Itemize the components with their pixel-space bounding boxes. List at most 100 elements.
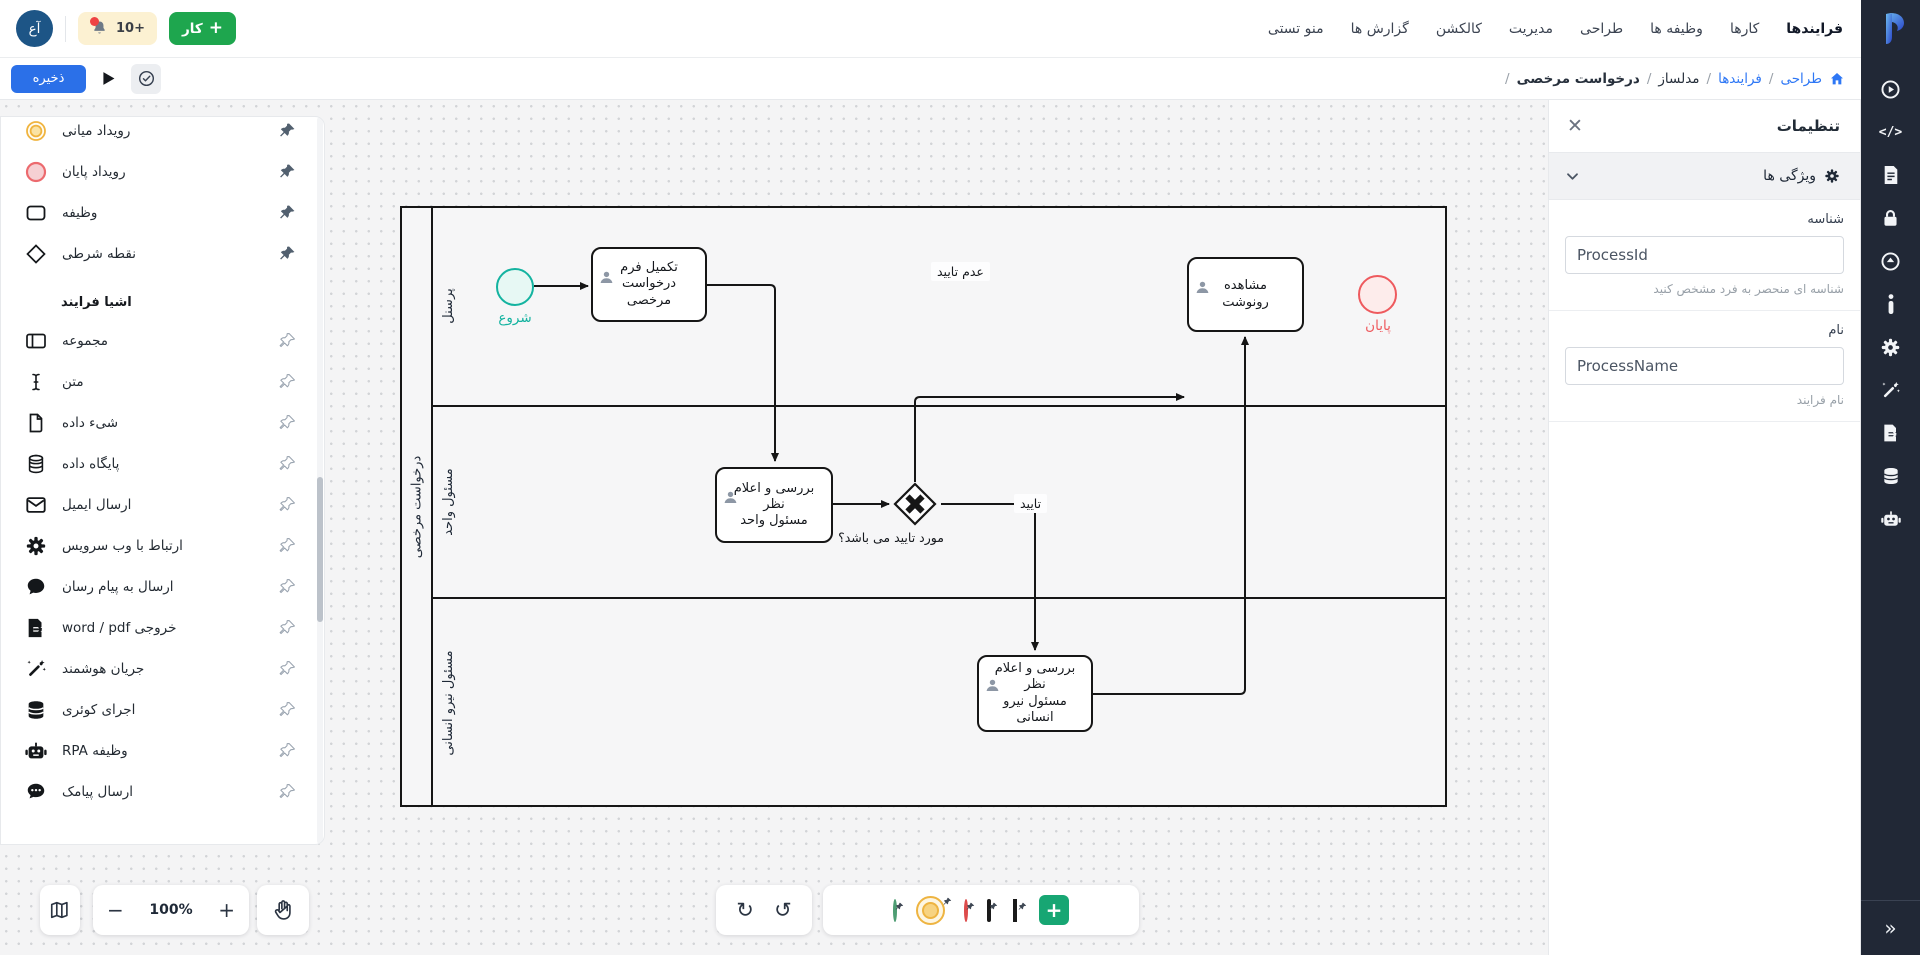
code-icon[interactable]: </>	[1878, 124, 1903, 140]
pin-icon[interactable]	[279, 245, 296, 262]
pin-icon[interactable]	[279, 619, 296, 636]
history-icon[interactable]	[1873, 250, 1909, 272]
palette-item-word-pdf-export[interactable]: خروجی word / pdf	[1, 607, 324, 648]
home-icon[interactable]	[1829, 71, 1845, 87]
redo-button[interactable]: ↻	[736, 897, 754, 922]
settings-gear-icon[interactable]	[1873, 336, 1909, 358]
database-icon[interactable]	[1873, 465, 1909, 487]
app-logo[interactable]	[1861, 0, 1920, 58]
pin-icon[interactable]	[279, 537, 296, 554]
run-process-button[interactable]	[96, 66, 121, 91]
pan-tool-button[interactable]	[257, 885, 309, 935]
database-icon	[23, 453, 49, 475]
process-name-input[interactable]	[1565, 347, 1844, 385]
task-shape	[987, 898, 991, 922]
nav-item-collection[interactable]: کالکشن	[1435, 20, 1482, 37]
stencil-task[interactable]	[987, 898, 998, 922]
data-object-icon	[23, 412, 49, 434]
save-button[interactable]: ذخیره	[11, 64, 86, 93]
start-event[interactable]	[496, 268, 534, 306]
pin-icon[interactable]	[279, 660, 296, 677]
edge-label-rejected: عدم تایید	[931, 262, 990, 281]
nav-item-reports[interactable]: گزارش ها	[1350, 20, 1409, 37]
palette-scrollbar[interactable]	[317, 117, 323, 844]
pin-icon[interactable]	[279, 701, 296, 718]
palette-section-header: اشیا فرایند	[61, 294, 132, 310]
robot-icon[interactable]	[1873, 508, 1909, 530]
stencil-end-event[interactable]	[964, 898, 975, 922]
palette-item-email[interactable]: ارسال ایمیل	[1, 484, 324, 525]
undo-button[interactable]: ↺	[774, 897, 792, 922]
nav-item-design[interactable]: طراحی	[1580, 20, 1624, 37]
task-view-copy[interactable]: مشاهده رونوشت	[1187, 257, 1304, 332]
zoom-out-button[interactable]: −	[107, 898, 124, 922]
nav-item-management[interactable]: مدیریت	[1508, 20, 1554, 37]
palette-item-rpa-task[interactable]: وظیفه RPA	[1, 730, 324, 771]
close-icon[interactable]: ✕	[1567, 115, 1583, 137]
play-circle-icon[interactable]	[1873, 78, 1909, 100]
nav-item-test-menu[interactable]: منو تستی	[1267, 20, 1324, 37]
hand-icon	[274, 899, 291, 920]
pin-icon[interactable]	[279, 122, 296, 139]
task-unit-manager-review[interactable]: بررسی و اعلام نظر مسئول واحد	[715, 467, 833, 543]
palette-item-pool[interactable]: مجموعه	[1, 320, 324, 361]
add-shape-button[interactable]: +	[1039, 895, 1069, 925]
task-hr-review[interactable]: بررسی و اعلام نظر مسئول نیرو انسانی	[977, 655, 1093, 732]
palette-item-database[interactable]: پایگاه داده	[1, 443, 324, 484]
pin-icon[interactable]	[279, 455, 296, 472]
collapse-panel-icon[interactable]: «	[1884, 916, 1897, 940]
pin-icon[interactable]	[279, 163, 296, 180]
export-file-icon[interactable]	[1873, 422, 1909, 444]
pin-icon[interactable]	[279, 578, 296, 595]
nav-item-tasks[interactable]: کارها	[1729, 20, 1760, 37]
breadcrumb-processes[interactable]: فرایندها	[1718, 70, 1762, 87]
stencil-gateway[interactable]	[1010, 898, 1027, 922]
zoom-in-button[interactable]: +	[218, 898, 235, 922]
info-icon[interactable]	[1873, 293, 1909, 315]
palette-item-task[interactable]: وظیفه	[1, 192, 324, 233]
breadcrumb-design[interactable]: طراحی	[1780, 70, 1822, 87]
palette-item-text[interactable]: متن	[1, 361, 324, 402]
pin-icon[interactable]	[279, 204, 296, 221]
query-database-icon	[23, 699, 49, 721]
palette-item-sms[interactable]: ارسال پیامک	[1, 771, 324, 812]
pin-icon[interactable]	[279, 496, 296, 513]
magic-wand-icon	[23, 658, 49, 680]
task-label: بررسی و اعلام نظر مسئول واحد	[733, 480, 815, 529]
palette-item-messenger[interactable]: ارسال به پیام رسان	[1, 566, 324, 607]
magic-wand-icon[interactable]	[1873, 379, 1909, 401]
pool-label-strip	[402, 208, 433, 805]
add-task-button[interactable]: + کار	[169, 12, 236, 45]
palette-item-smart-flow[interactable]: جریان هوشمند	[1, 648, 324, 689]
palette-item-data-object[interactable]: شیء داده	[1, 402, 324, 443]
process-id-label: شناسه	[1807, 212, 1844, 227]
exclusive-gateway[interactable]	[887, 476, 943, 536]
intermediate-event-icon	[23, 120, 49, 142]
palette-item-end-event[interactable]: رویداد پایان	[1, 151, 324, 192]
user-task-icon	[1195, 264, 1210, 301]
lock-icon[interactable]	[1873, 207, 1909, 229]
pin-icon[interactable]	[279, 373, 296, 390]
scrollbar-thumb[interactable]	[317, 477, 323, 622]
avatar[interactable]: آع	[16, 10, 53, 47]
validate-button[interactable]	[131, 63, 161, 94]
pin-icon[interactable]	[279, 414, 296, 431]
palette-item-intermediate-event[interactable]: رویداد میانی	[1, 117, 324, 151]
palette-item-gateway[interactable]: نقطه شرطی	[1, 233, 324, 274]
palette-item-web-service[interactable]: ارتباط با وب سرویس	[1, 525, 324, 566]
end-event[interactable]	[1358, 275, 1397, 314]
task-fill-leave-form[interactable]: تکمیل فرم درخواست مرخصی	[591, 247, 707, 322]
nav-item-duties[interactable]: وظیفه ها	[1650, 20, 1703, 37]
pin-icon[interactable]	[279, 332, 296, 349]
process-id-input[interactable]	[1565, 236, 1844, 274]
stencil-intermediate-event[interactable]	[916, 895, 952, 925]
stencil-start-event[interactable]	[893, 898, 904, 922]
pin-icon[interactable]	[279, 742, 296, 759]
properties-accordion[interactable]: ویژگی ها	[1549, 153, 1860, 200]
palette-item-run-query[interactable]: اجرای کوئری	[1, 689, 324, 730]
nav-item-processes[interactable]: فرایندها	[1786, 20, 1843, 37]
pin-icon[interactable]	[279, 783, 296, 800]
document-icon[interactable]	[1873, 164, 1909, 186]
notifications-button[interactable]: +10	[78, 12, 157, 45]
minimap-toggle-button[interactable]	[40, 885, 80, 935]
